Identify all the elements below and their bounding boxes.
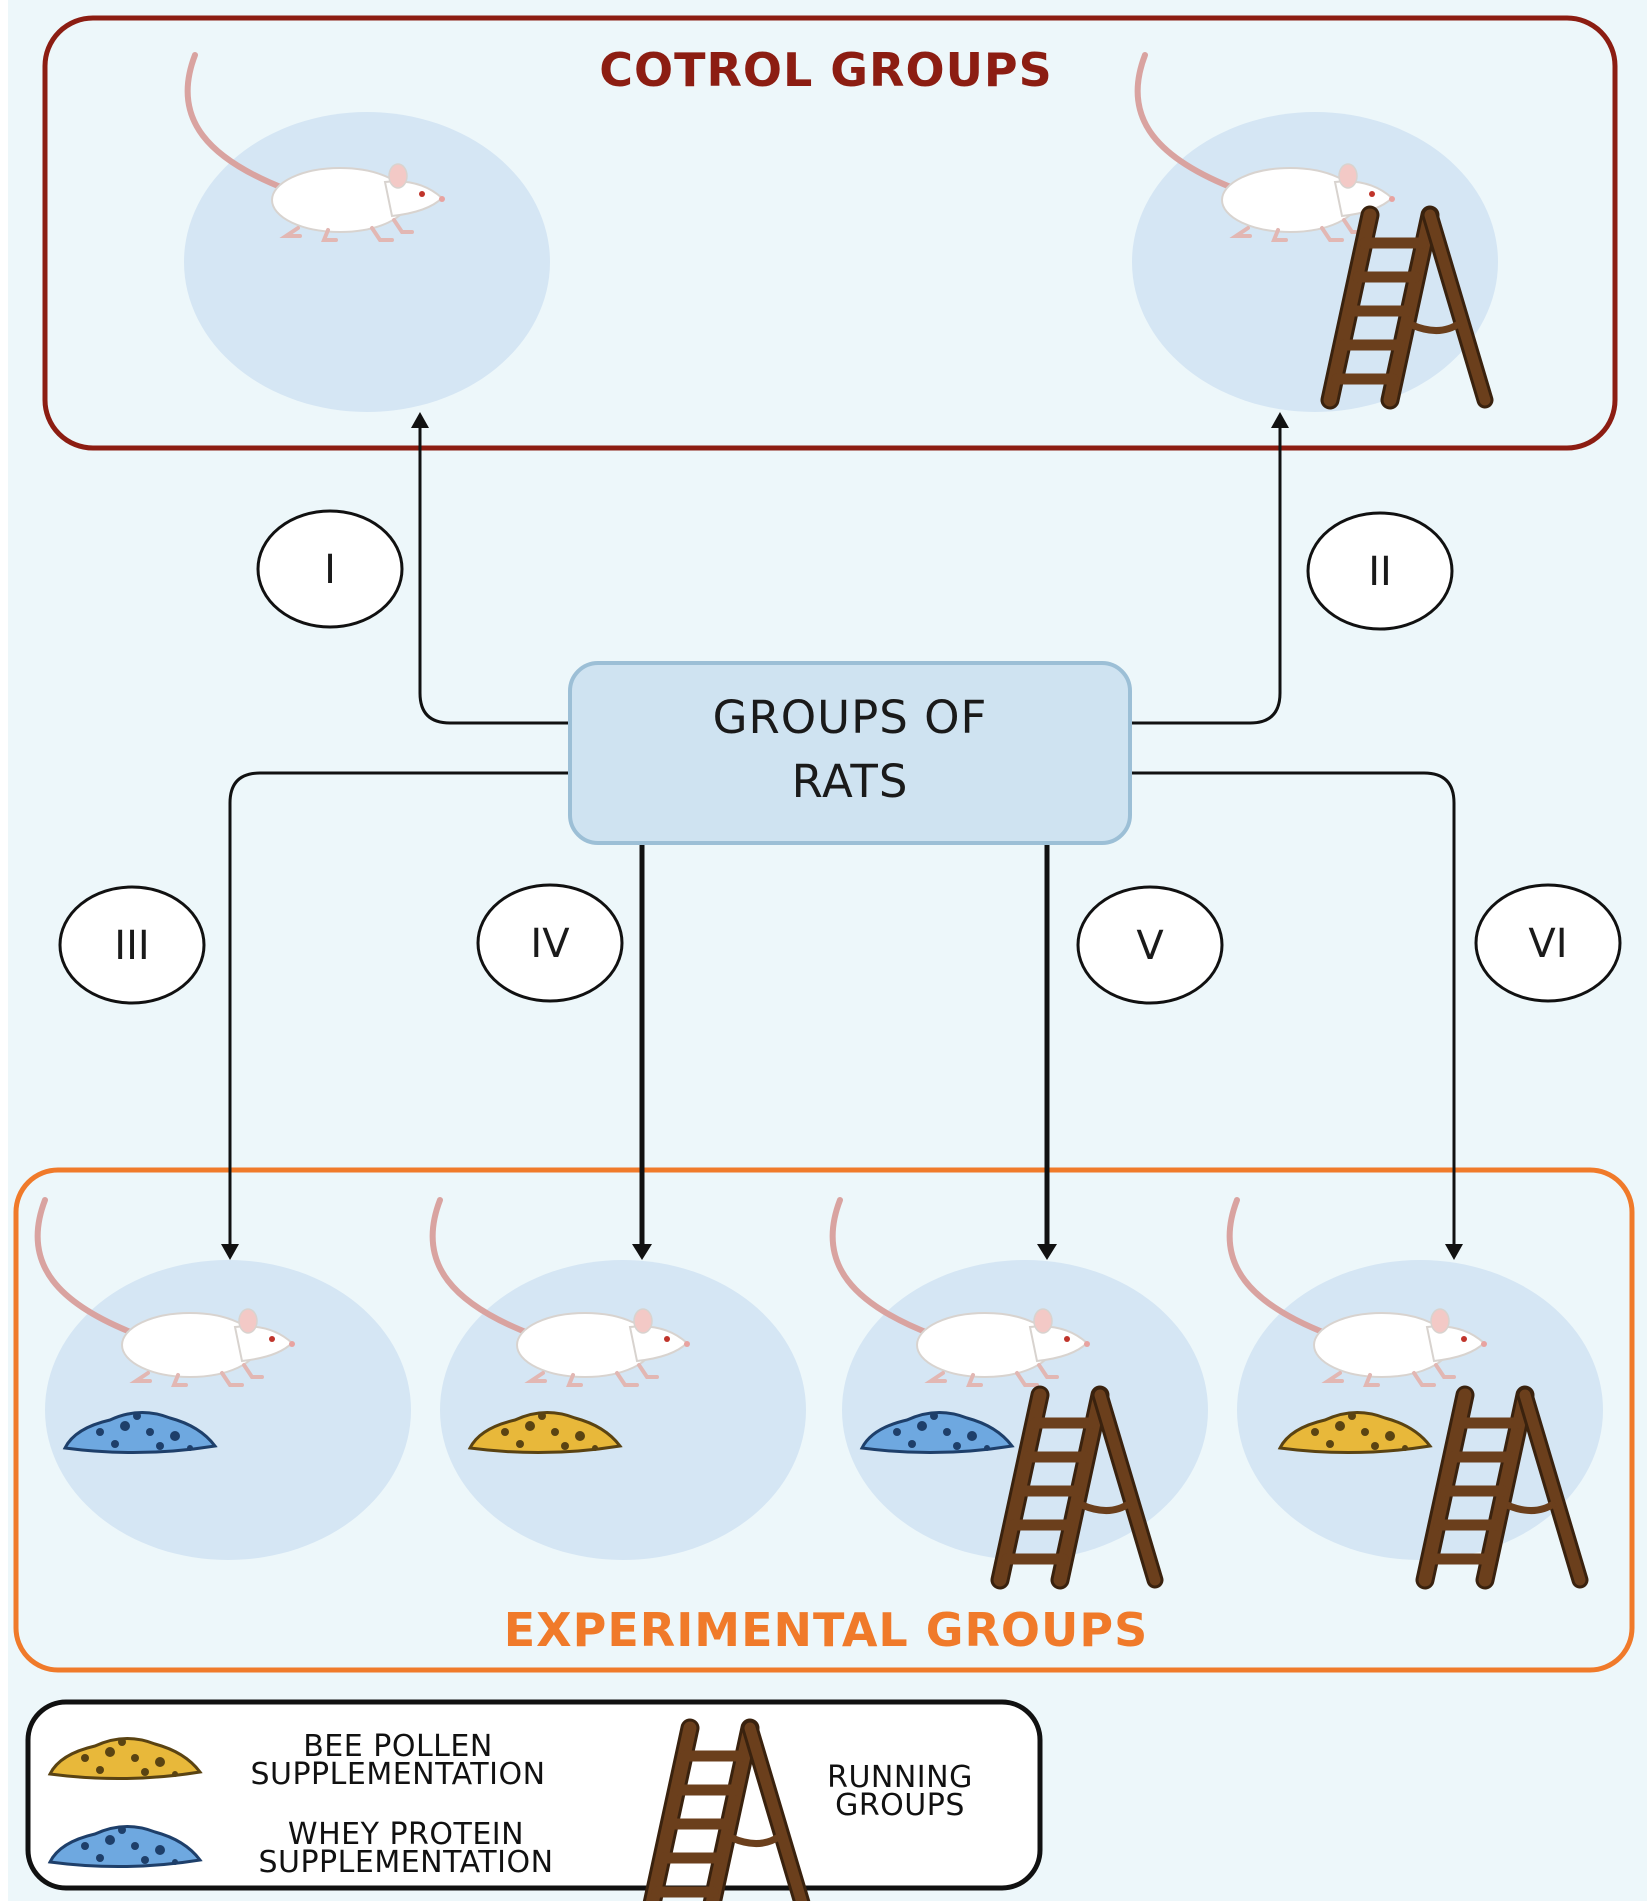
arrow-down-group-4 <box>632 1244 652 1260</box>
experimental-group-4 <box>433 1200 806 1560</box>
connector-group-2 <box>1130 425 1282 725</box>
experimental-group-5 <box>833 1200 1208 1580</box>
group-label-4: IV <box>530 921 570 967</box>
control-group-2 <box>1132 55 1498 412</box>
group-label-6: VI <box>1528 921 1567 967</box>
group-label-5: V <box>1136 923 1164 969</box>
bee-pollen-pile-icon <box>1278 1410 1432 1455</box>
group-circle <box>1237 1260 1603 1560</box>
center-box-title-line1: GROUPS OF <box>713 691 988 744</box>
group-label-bubble-3 <box>58 885 206 1005</box>
group-label-bubble-1 <box>256 509 404 629</box>
legend-bee-pollen-line2: SUPPLEMENTATION <box>250 1757 545 1792</box>
whey-protein-pile-icon <box>860 1410 1014 1455</box>
control-groups-title: COTROL GROUPS <box>599 43 1053 97</box>
experimental-group-3 <box>38 1200 411 1560</box>
group-circle <box>184 112 550 412</box>
group-circle <box>440 1260 806 1560</box>
control-groups-box <box>42 15 1618 451</box>
group-circle <box>45 1260 411 1560</box>
legend-bee-pollen-line1: BEE POLLEN <box>303 1729 493 1764</box>
arrow-up-group-1 <box>411 412 429 428</box>
experimental-group-6 <box>1230 1200 1603 1580</box>
group-circle <box>842 1260 1208 1560</box>
legend-whey-protein-line2: SUPPLEMENTATION <box>258 1845 553 1880</box>
group-label-bubble-2 <box>1306 511 1454 631</box>
connector-lines <box>228 425 1456 1248</box>
whey-protein-pile-icon <box>63 1410 217 1455</box>
group-label-bubbles <box>58 509 1622 1005</box>
arrowheads <box>221 412 1463 1260</box>
group-label-2: II <box>1368 549 1392 595</box>
group-label-1: I <box>324 547 336 593</box>
legend-whey-protein-icon <box>48 1824 202 1869</box>
control-group-1 <box>184 55 550 412</box>
arrow-down-group-6 <box>1445 1244 1463 1260</box>
legend-running-line1: RUNNING <box>827 1760 973 1795</box>
legend-bee-pollen-icon <box>48 1736 202 1781</box>
group-label-3: III <box>114 923 149 969</box>
experimental-groups-box <box>13 1167 1635 1673</box>
legend-running-line2: GROUPS <box>835 1788 965 1823</box>
experimental-groups-title: EXPERIMENTAL GROUPS <box>504 1603 1148 1657</box>
group-label-bubble-4 <box>476 883 624 1003</box>
center-box <box>568 661 1132 845</box>
bee-pollen-pile-icon <box>468 1410 622 1455</box>
connector-group-6 <box>1130 771 1456 1248</box>
arrow-down-group-3 <box>221 1244 239 1260</box>
group-label-bubble-6 <box>1474 883 1622 1003</box>
group-label-bubble-5 <box>1076 885 1224 1005</box>
connector-group-3 <box>228 771 570 1248</box>
connector-group-1 <box>418 425 570 725</box>
arrow-down-group-5 <box>1037 1244 1057 1260</box>
arrow-up-group-2 <box>1271 412 1289 428</box>
center-box-title-line2: RATS <box>792 755 909 808</box>
legend-whey-protein-line1: WHEY PROTEIN <box>288 1817 524 1852</box>
